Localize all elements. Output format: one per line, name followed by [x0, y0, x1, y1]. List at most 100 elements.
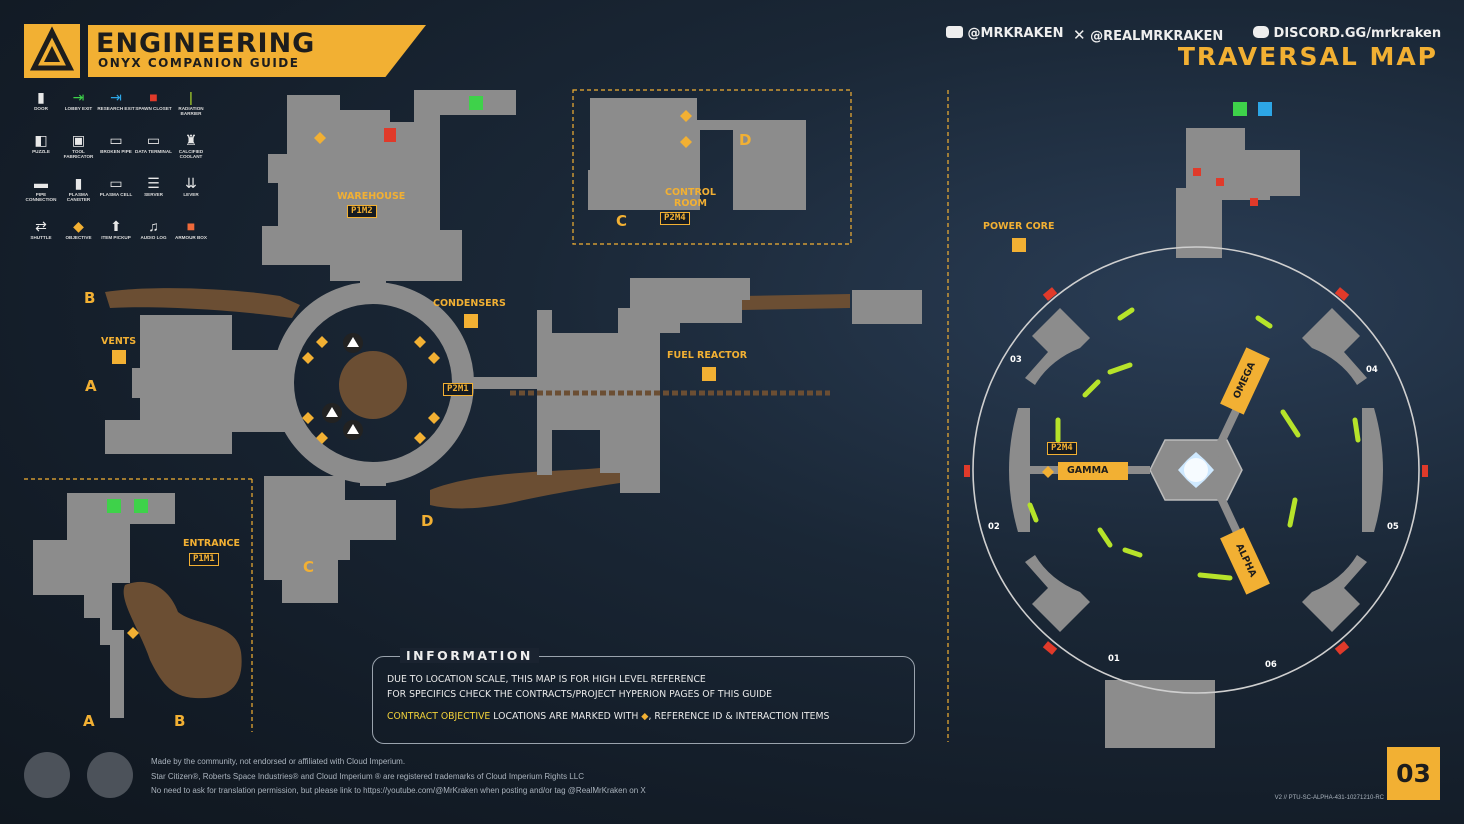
- marker-c-south: C: [303, 558, 315, 576]
- condensers-label: CONDENSERS: [433, 298, 506, 309]
- youtube-icon: [946, 26, 963, 38]
- warehouse-tag: P1M2: [347, 205, 377, 218]
- made-by-community-badge: [24, 752, 70, 798]
- info-line-2: FOR SPECIFICS CHECK THE CONTRACTS/PROJEC…: [387, 689, 772, 700]
- page-subtitle: ONYX COMPANION GUIDE: [98, 56, 300, 70]
- core-glow: [1184, 458, 1208, 482]
- item-pickup-icon: ⬆: [110, 218, 122, 234]
- legend-label: LOBBY EXIT: [64, 106, 93, 111]
- objective-icon: ◆: [641, 711, 649, 722]
- power-core: [964, 168, 1428, 694]
- condenser-triangles: [322, 333, 363, 440]
- legend-label: TOOL FABRICATOR: [63, 149, 94, 160]
- legend-item: ▭DATA TERMINAL: [135, 131, 173, 154]
- research-exit-icon: [1258, 102, 1272, 116]
- p2m1-tag: P2M1: [443, 383, 473, 396]
- legend-item: ■SPAWN CLOSET: [135, 88, 173, 111]
- core-arms: [1009, 308, 1383, 632]
- legend-label: ITEM PICKUP: [101, 235, 131, 240]
- legend-item: ⬆ITEM PICKUP: [97, 217, 135, 240]
- page-number: 03: [1387, 747, 1440, 800]
- legend-item: ♫AUDIO LOG: [135, 217, 173, 240]
- info-line-3: CONTRACT OBJECTIVE LOCATIONS ARE MARKED …: [387, 711, 830, 722]
- legend-label: AUDIO LOG: [140, 235, 167, 240]
- fuel-east-room: [852, 290, 922, 324]
- legend-item: ▬PIPE CONNECTION: [22, 174, 60, 202]
- arm-03: [1025, 308, 1090, 385]
- social-discord[interactable]: DISCORD.GG/mrkraken: [1253, 26, 1441, 41]
- fuel-puzzle-icon: [702, 367, 716, 381]
- condenser-puzzle-icon: [464, 314, 478, 328]
- fuel-reactor-label: FUEL REACTOR: [667, 350, 748, 361]
- legend-label: PLASMA CELL: [99, 192, 133, 197]
- gamma-label: GAMMA: [1067, 465, 1109, 476]
- legend-item: ▣TOOL FABRICATOR: [60, 131, 98, 159]
- social-x[interactable]: ✕ @REALMRKRAKEN: [1073, 26, 1224, 44]
- footer-trademarks: Star Citizen®, Roberts Space Industries®…: [151, 772, 584, 781]
- audio-log-icon: ♫: [148, 218, 159, 234]
- broken-pipe-icon: ▭: [109, 132, 123, 148]
- warehouse-room: [262, 90, 516, 281]
- legend-label: PIPE CONNECTION: [25, 192, 57, 203]
- core-section-01: 01: [1108, 654, 1120, 664]
- title-banner: [88, 25, 426, 77]
- marker-d-control: D: [739, 131, 752, 149]
- alpha-box: [1220, 527, 1270, 595]
- cave-entrance: [123, 581, 242, 699]
- legend-label: SHUTTLE: [30, 235, 52, 240]
- legend-item: ◧PUZZLE: [22, 131, 60, 154]
- marker-a-west: A: [85, 377, 97, 395]
- arm-04: [1302, 308, 1367, 385]
- cave-fuel: [742, 294, 850, 310]
- control-room-tag: P2M4: [660, 212, 690, 225]
- legend-item: ♜CALCIFIED COOLANT: [172, 131, 210, 159]
- marker-b-west: B: [84, 289, 96, 307]
- door-icon: ▮: [37, 89, 45, 105]
- marker-c-control: C: [616, 212, 628, 230]
- vents-room: [105, 315, 285, 454]
- core-section-05: 05: [1387, 522, 1399, 532]
- legend-label: DATA TERMINAL: [135, 149, 172, 154]
- server-icon: ☰: [147, 175, 160, 191]
- info-line-1: DUE TO LOCATION SCALE, THIS MAP IS FOR H…: [387, 674, 706, 685]
- core-section-03: 03: [1010, 355, 1022, 365]
- radiation-barriers: [1027, 307, 1361, 581]
- shuttle-icon: ⇄: [35, 218, 47, 234]
- control-room: [588, 98, 806, 210]
- power-core-bottom-room: [1105, 680, 1215, 748]
- south-c-room: [264, 476, 396, 603]
- legend-item: ▮PLASMA CANISTER: [60, 174, 98, 202]
- entrance-exit-icon-2: [134, 499, 148, 513]
- triangle-logo-icon: [29, 26, 75, 71]
- marker-d-cave: D: [421, 512, 434, 530]
- lever-icon: ⇊: [185, 175, 197, 191]
- power-core-top-room: [1176, 128, 1300, 258]
- footer-permission: No need to ask for translation permissio…: [151, 786, 646, 795]
- legend-label: OBJECTIVE: [65, 235, 92, 240]
- core-lobby-exit-icon: [1233, 102, 1247, 116]
- social-youtube[interactable]: @MRKRAKEN: [946, 26, 1063, 41]
- exit-markers: [107, 96, 1247, 513]
- core-section-06: 06: [1265, 660, 1277, 670]
- armour-boxes: [964, 168, 1428, 655]
- objective-icon: ◆: [73, 218, 84, 234]
- control-room-label: CONTROL ROOM: [665, 187, 716, 209]
- condenser-north-hall: [360, 270, 386, 300]
- plasma-cell-icon: ▭: [109, 175, 123, 191]
- arm-02: [1009, 408, 1030, 532]
- research-exit-icon: ⇥: [110, 89, 122, 105]
- vents-label: VENTS: [101, 336, 137, 347]
- legend-label: ARMOUR BOX: [175, 235, 207, 240]
- core-section-02: 02: [988, 522, 1000, 532]
- legend-label: PLASMA CANISTER: [66, 192, 91, 203]
- legend-item: ▭BROKEN PIPE: [97, 131, 135, 154]
- cave-b: [105, 288, 300, 318]
- entrance-exit-icon: [107, 499, 121, 513]
- legend-label: PUZZLE: [32, 149, 50, 154]
- objective-markers: [112, 110, 1054, 639]
- data-terminal-icon: ▭: [146, 132, 161, 148]
- lobby-exit-icon: ⇥: [72, 89, 85, 105]
- legend-item: ◆OBJECTIVE: [60, 217, 98, 240]
- version-label: V2 // PTU-SC-ALPHA-431-10271210-RC: [1274, 795, 1384, 801]
- puzzle-icon: ◧: [34, 132, 48, 148]
